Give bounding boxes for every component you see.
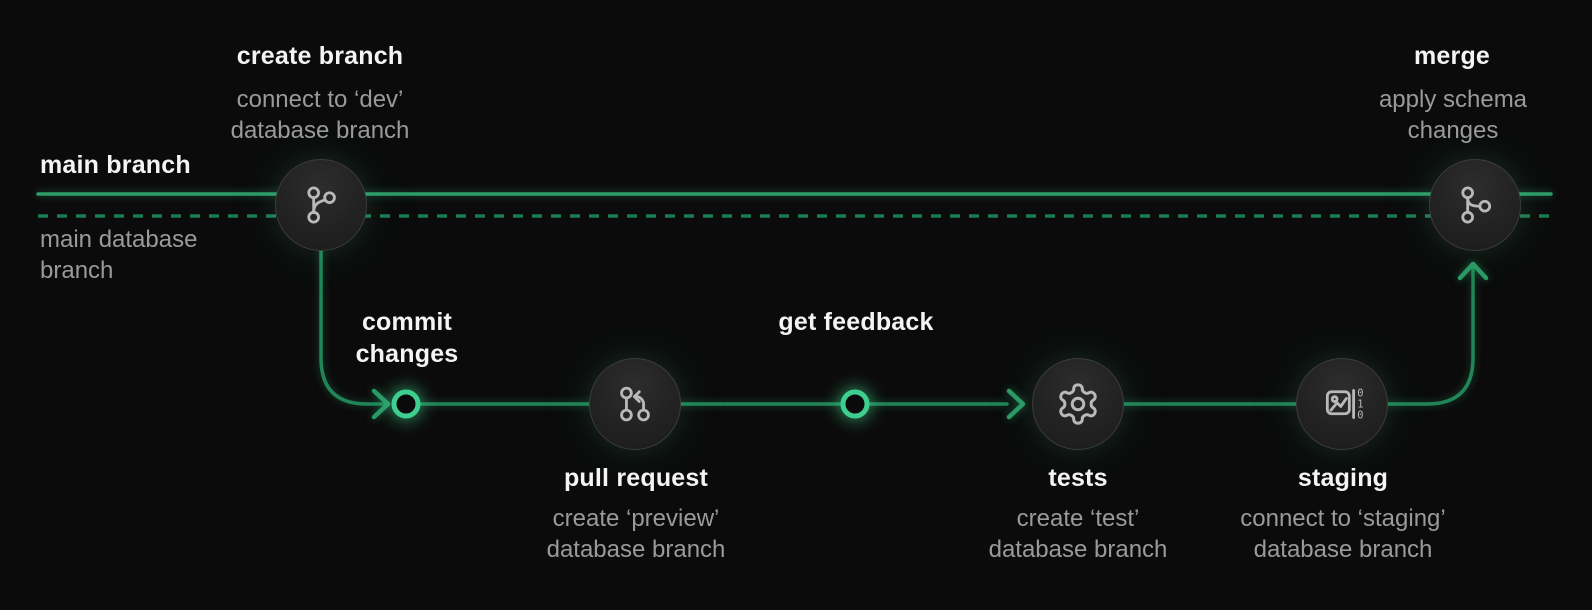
- commit-changes-title: commit changes: [355, 308, 459, 368]
- pull-request-node: [589, 358, 681, 450]
- arrow-right-icon: [1006, 388, 1026, 420]
- gear-icon: [1059, 383, 1097, 425]
- tests-subtitle: create ‘test’ database branch: [988, 505, 1168, 563]
- arrow-up-icon: [1457, 261, 1489, 281]
- merge-title: merge: [1413, 42, 1491, 70]
- svg-text:0: 0: [1357, 410, 1363, 422]
- staging-node: 0 1 0: [1296, 358, 1388, 450]
- tests-title: tests: [1048, 464, 1108, 492]
- pull-request-subtitle: create ‘preview’ database branch: [546, 505, 726, 563]
- svg-text:0: 0: [1357, 388, 1363, 400]
- commit-ring: [391, 389, 421, 419]
- staging-title: staging: [1297, 464, 1389, 492]
- workflow-merge-segment: [1076, 265, 1475, 406]
- git-merge-icon: [1461, 186, 1492, 224]
- get-feedback-title: get feedback: [778, 308, 934, 336]
- pull-request-title: pull request: [563, 464, 709, 492]
- merge-subtitle: apply schema changes: [1378, 86, 1528, 144]
- git-pull-request-icon: [620, 386, 650, 422]
- main-branch-label: main branch: [40, 151, 191, 179]
- arrow-right-icon: [371, 388, 391, 420]
- feedback-ring: [840, 389, 870, 419]
- staging-subtitle: connect to ‘staging’ database branch: [1240, 505, 1446, 563]
- merge-node: [1429, 159, 1521, 251]
- workflow-branch-segment: [319, 246, 388, 406]
- main-database-branch-label: main database branch: [40, 226, 198, 284]
- tests-node: [1032, 358, 1124, 450]
- svg-text:1: 1: [1357, 399, 1363, 411]
- create-branch-subtitle: connect to ‘dev’ database branch: [230, 86, 410, 144]
- create-branch-node: [275, 159, 367, 251]
- create-branch-title: create branch: [236, 42, 404, 70]
- git-branch-icon: [307, 186, 336, 224]
- image-data-icon: 0 1 0: [1325, 388, 1364, 422]
